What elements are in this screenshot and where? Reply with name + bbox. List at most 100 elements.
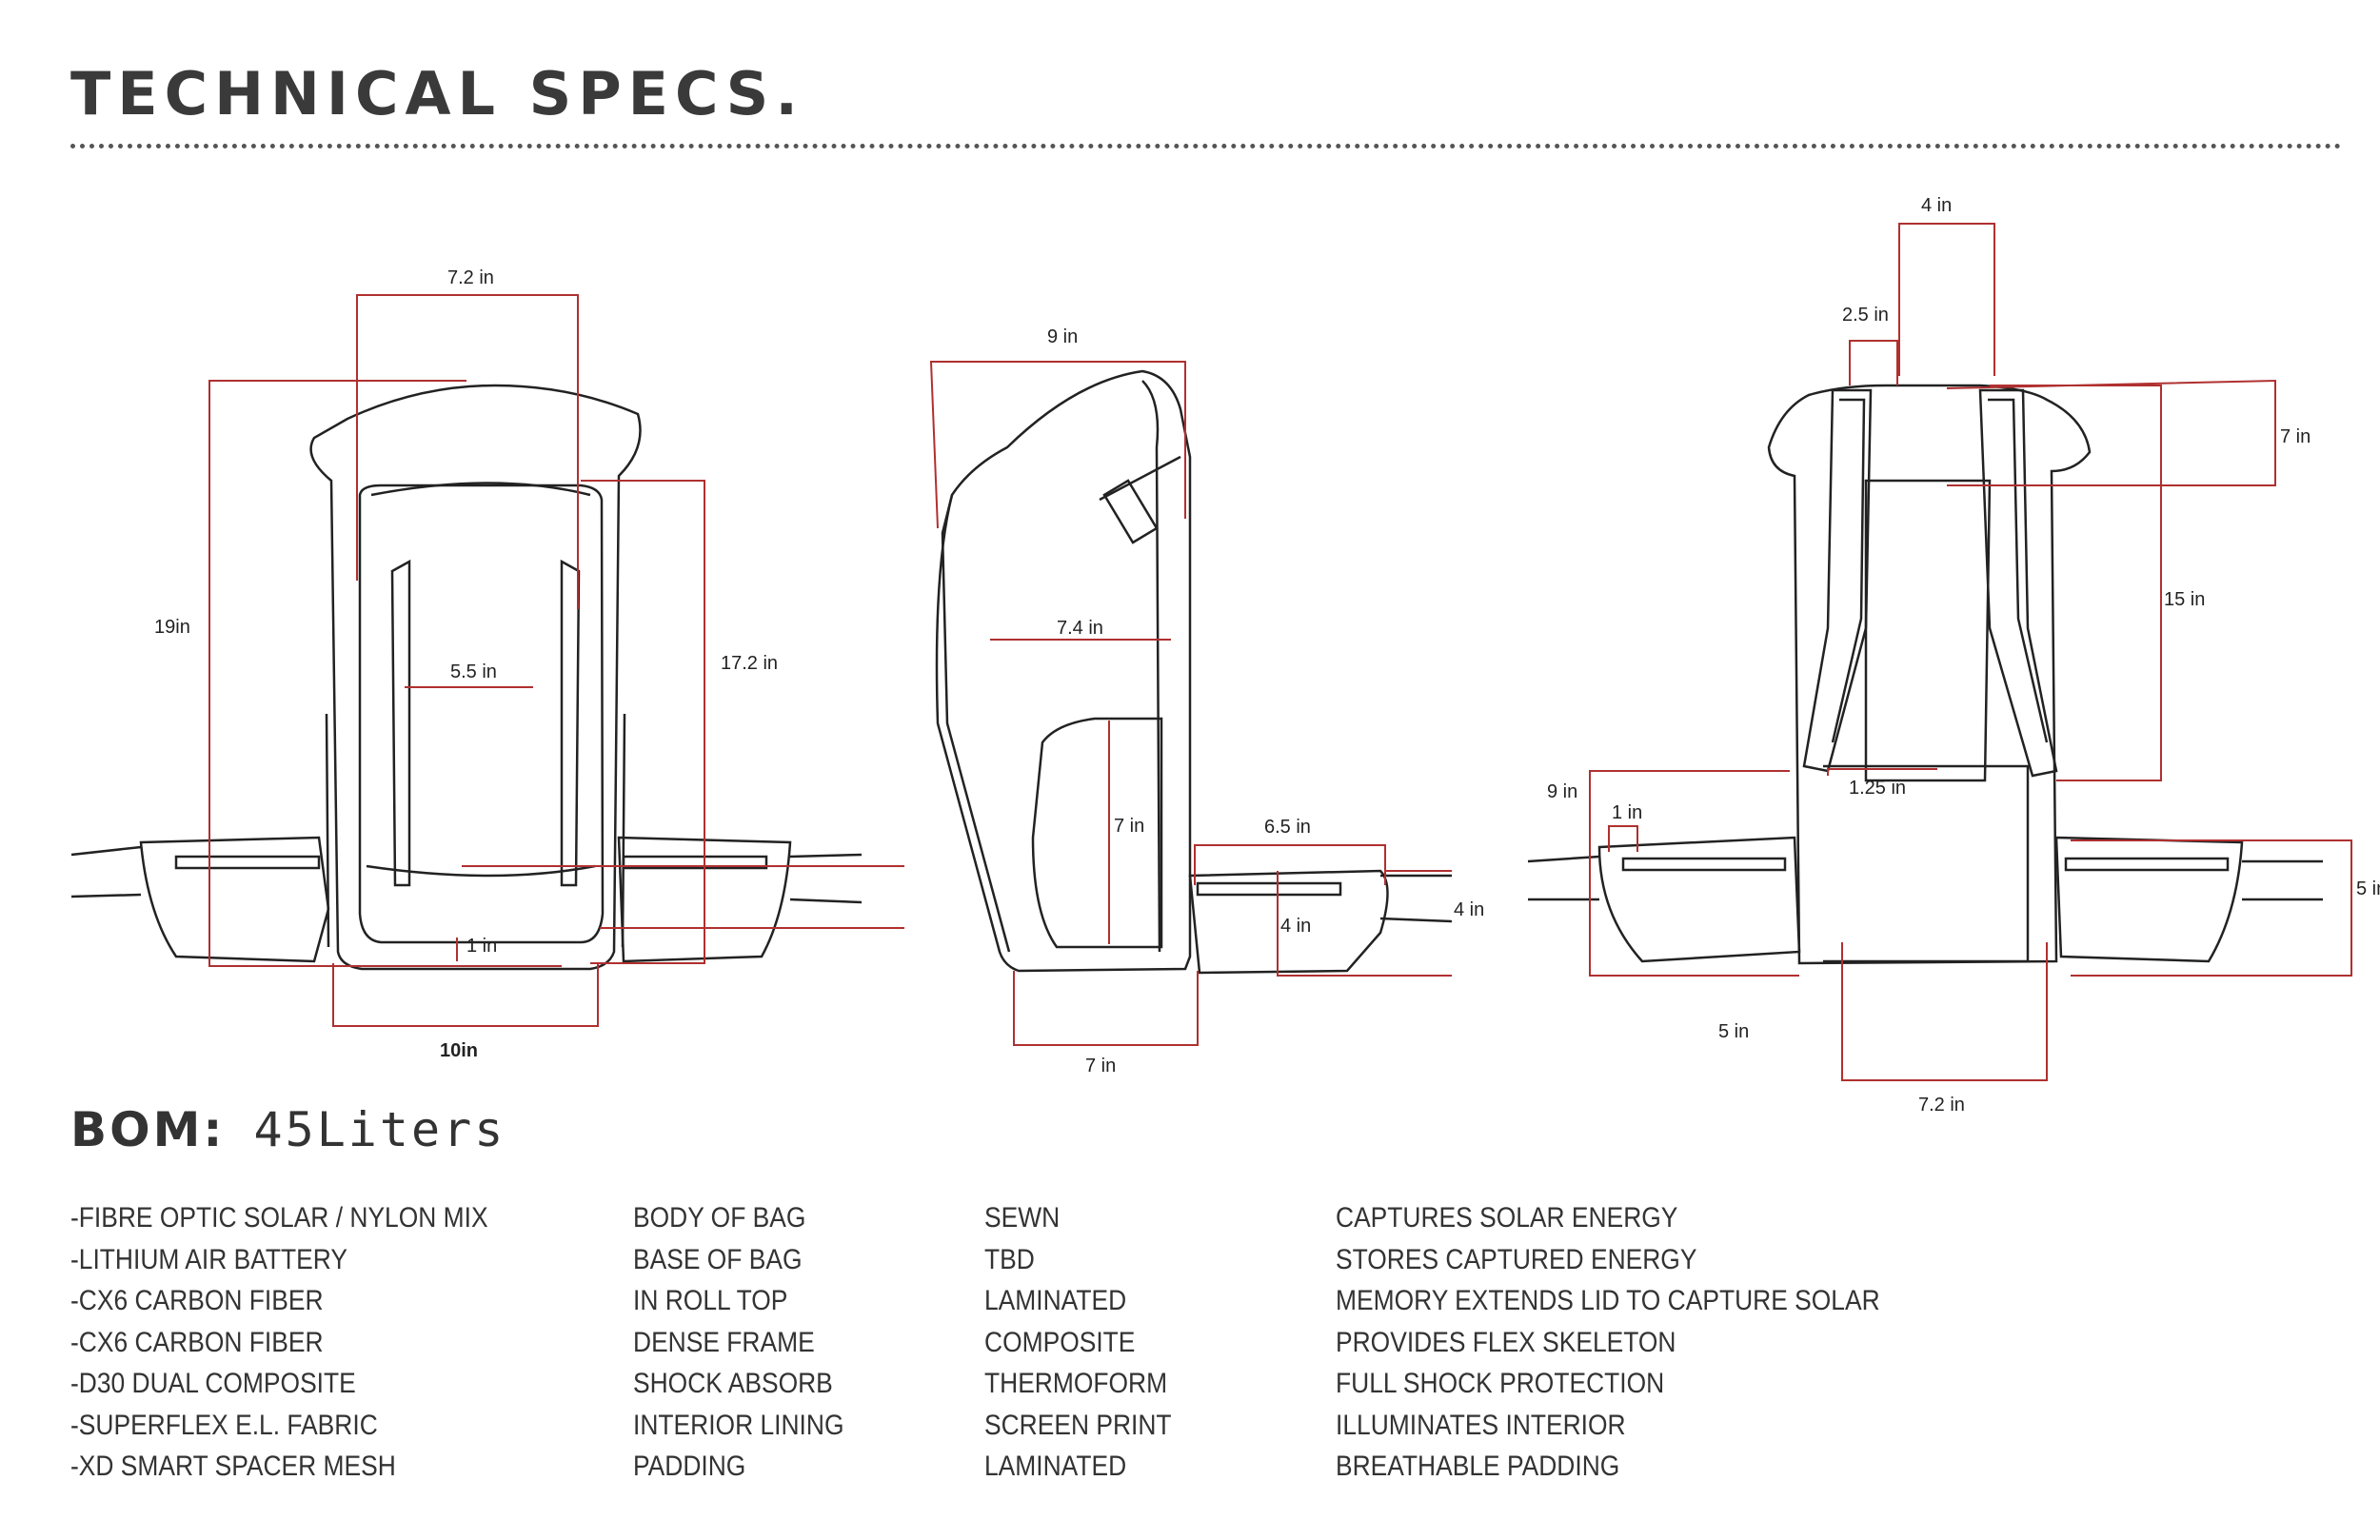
side-belt: [1188, 869, 1389, 975]
bom-process: COMPOSITE: [984, 1326, 1136, 1358]
bom-materials-column: -FIBRE OPTIC SOLAR / NYLON MIX -LITHIUM …: [70, 1197, 488, 1488]
bom-location: DENSE FRAME: [633, 1326, 815, 1358]
back-right-strap-inner: [1988, 398, 2049, 743]
side-dim-belt-length: 6.5 in: [1264, 817, 1311, 838]
back-dim-top-height: 7 in: [2280, 426, 2311, 447]
side-dim-mid-depth: 7.4 in: [1057, 618, 1103, 639]
back-panel: [1864, 479, 1992, 782]
front-dim-bottom-gap: 1 in: [466, 936, 497, 957]
dotted-divider: [70, 144, 2342, 148]
front-right-belt-slot: [622, 855, 768, 870]
back-dim-base-width: 7.2 in: [1918, 1095, 1965, 1116]
back-left-strap-inner: [1831, 398, 1866, 743]
side-view: [935, 369, 1453, 975]
side-inner-curve: [1141, 380, 1161, 953]
bom-process: THERMOFORM: [984, 1368, 1168, 1399]
front-left-strap: [70, 845, 142, 857]
bom-location: BODY OF BAG: [633, 1202, 806, 1234]
front-dim-top-width: 7.2 in: [447, 267, 494, 288]
bom-function: FULL SHOCK PROTECTION: [1336, 1368, 1665, 1399]
side-buckle: [1102, 479, 1159, 544]
side-pocket: [1031, 717, 1163, 949]
back-dim-lower-width: 5 in: [1718, 1021, 1749, 1042]
bom-process: LAMINATED: [984, 1451, 1127, 1482]
front-lid-curve: [370, 482, 591, 497]
bom-value: 45Liters: [253, 1102, 506, 1157]
bom-process: SEWN: [984, 1202, 1061, 1234]
bom-process: SCREEN PRINT: [984, 1409, 1172, 1441]
front-right-edge: [621, 713, 626, 948]
back-lower-panel: [1823, 764, 2030, 963]
side-dim-belt-height-outer: 4 in: [1454, 899, 1484, 920]
front-right-strap: [789, 853, 863, 859]
bom-location: PADDING: [633, 1451, 746, 1482]
back-dim-strap-base: 1.25 in: [1849, 778, 1906, 799]
front-right-belt: [617, 836, 792, 963]
bom-locations-column: BODY OF BAG BASE OF BAG IN ROLL TOP DENS…: [633, 1197, 843, 1488]
front-dimension-lines: [208, 294, 904, 1027]
page-title: TECHNICAL SPECS.: [70, 59, 804, 128]
front-left-belt-slot: [174, 855, 321, 870]
back-dim-panel-height: 15 in: [2164, 589, 2205, 610]
back-dim-belt-height: 9 in: [1547, 781, 1577, 802]
bom-location: SHOCK ABSORB: [633, 1368, 833, 1399]
side-dimension-labels: 9 in 7.4 in 7 in 6.5 in 4 in 4 in 7 in: [1047, 326, 1484, 1076]
bom-material: -CX6 CARBON FIBER: [70, 1285, 324, 1316]
bom-material: -CX6 CARBON FIBER: [70, 1326, 324, 1358]
side-body-outline: [935, 369, 1192, 973]
back-left-belt: [1597, 836, 1801, 963]
back-dimension-labels: 4 in 2.5 in 7 in 15 in 9 in 1 in 1.25 in…: [1547, 195, 2380, 1116]
side-dim-base-depth: 7 in: [1085, 1056, 1116, 1076]
back-left-strap-a: [1527, 855, 1600, 863]
front-left-belt: [139, 836, 330, 963]
front-right-panel: [560, 559, 581, 887]
front-view: [70, 384, 863, 971]
front-dim-inner-width: 5.5 in: [450, 661, 497, 682]
side-dim-pocket-height: 7 in: [1114, 816, 1144, 837]
bom-material: -FIBRE OPTIC SOLAR / NYLON MIX: [70, 1202, 488, 1234]
bom-function: MEMORY EXTENDS LID TO CAPTURE SOLAR: [1336, 1285, 1880, 1316]
bom-heading: BOM: 45Liters: [70, 1102, 506, 1157]
bom-material: -LITHIUM AIR BATTERY: [70, 1243, 347, 1275]
bom-processes-column: SEWN TBD LAMINATED COMPOSITE THERMOFORM …: [984, 1197, 1172, 1488]
bom-location: INTERIOR LINING: [633, 1409, 844, 1441]
side-dimension-lines: [929, 361, 1452, 1046]
back-right-belt: [2054, 836, 2244, 963]
back-right-belt-slot: [2064, 857, 2230, 872]
bom-material: -XD SMART SPACER MESH: [70, 1451, 396, 1482]
bom-location: IN ROLL TOP: [633, 1285, 788, 1316]
side-belt-slot: [1196, 881, 1342, 897]
front-dimension-labels: 7.2 in 19in 5.5 in 17.2 in 1 in 10in: [154, 267, 778, 1061]
bom-function: PROVIDES FLEX SKELETON: [1336, 1326, 1676, 1358]
bom-functions-column: CAPTURES SOLAR ENERGY STORES CAPTURED EN…: [1336, 1197, 1880, 1488]
front-dim-base-width: 10in: [440, 1040, 478, 1061]
front-dim-height: 19in: [154, 617, 190, 638]
front-dim-side-height: 17.2 in: [721, 653, 778, 674]
side-dim-top-depth: 9 in: [1047, 326, 1078, 347]
side-strap-line: [1099, 455, 1181, 502]
back-right-strap: [1978, 388, 2058, 778]
bom-material: -SUPERFLEX E.L. FABRIC: [70, 1409, 378, 1441]
front-roll-top: [358, 484, 605, 944]
back-dim-top-width: 4 in: [1921, 195, 1952, 216]
back-dim-belt-inner: 1 in: [1612, 802, 1642, 823]
bom-location: BASE OF BAG: [633, 1243, 803, 1275]
back-view: [1527, 384, 2323, 965]
back-body-outline: [1767, 384, 2092, 965]
front-left-panel: [390, 559, 411, 887]
bom-function: ILLUMINATES INTERIOR: [1336, 1409, 1626, 1441]
front-body-outline: [309, 384, 642, 971]
back-left-belt-slot: [1621, 857, 1787, 872]
front-left-strap-lower: [70, 893, 142, 898]
bom-process: TBD: [984, 1243, 1035, 1275]
back-dimension-lines: [1589, 223, 2352, 1081]
bom-label: BOM:: [70, 1102, 226, 1157]
bom-process: LAMINATED: [984, 1285, 1127, 1316]
bom-material: -D30 DUAL COMPOSITE: [70, 1368, 356, 1399]
front-base: [366, 864, 596, 878]
front-right-strap-lower: [789, 898, 863, 904]
bom-function: BREATHABLE PADDING: [1336, 1451, 1620, 1482]
side-belt-strap-lower: [1379, 917, 1453, 923]
side-back-panel: [941, 494, 1011, 953]
